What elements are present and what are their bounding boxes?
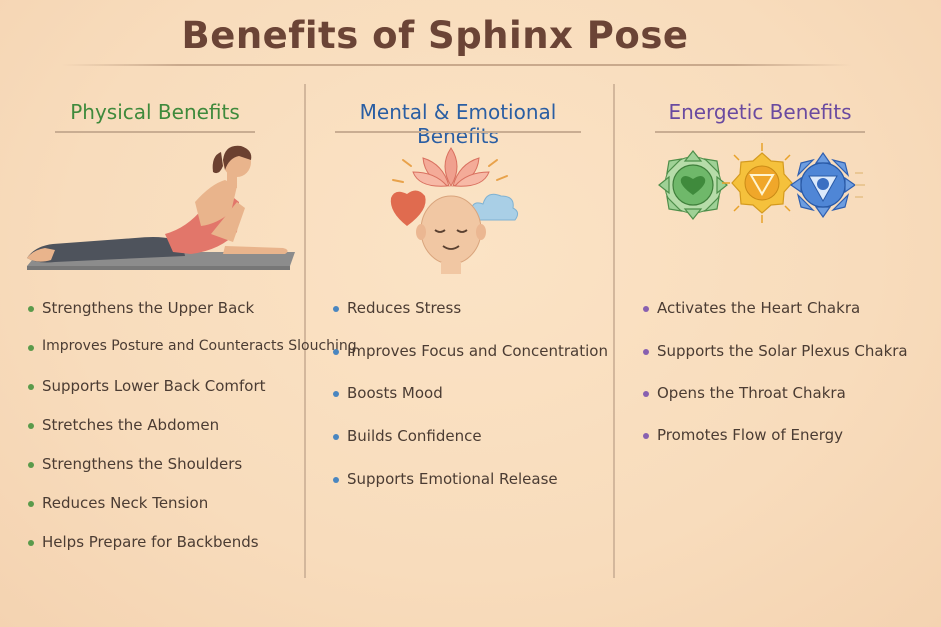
title-divider [62, 64, 852, 66]
energetic-benefits-list: Activates the Heart Chakra Supports the … [643, 299, 933, 469]
list-item: Builds Confidence [333, 427, 613, 470]
mental-emotional-benefits-heading: Mental & Emotional Benefits [359, 100, 557, 148]
physical-heading-rule [55, 131, 255, 133]
column-divider-2 [613, 84, 615, 578]
list-item: Supports the Solar Plexus Chakra [643, 342, 933, 384]
list-item: Activates the Heart Chakra [643, 299, 933, 342]
physical-benefits-heading: Physical Benefits [70, 100, 240, 124]
list-item: Strengthens the Upper Back [28, 299, 308, 338]
list-item: Reduces Stress [333, 299, 613, 342]
bullet-dot [333, 349, 339, 355]
energetic-benefits-heading: Energetic Benefits [668, 100, 852, 124]
list-item: Supports Emotional Release [333, 470, 613, 513]
bullet-dot [333, 434, 339, 440]
bullet-dot [643, 433, 649, 439]
bullet-dot [28, 384, 34, 390]
physical-benefits-list: Strengthens the Upper Back Improves Post… [28, 299, 357, 572]
list-item: Improves Focus and Concentration [333, 342, 613, 384]
bullet-dot [333, 477, 339, 483]
bullet-dot [28, 501, 34, 507]
list-item: Boosts Mood [333, 384, 613, 427]
calm-head-lotus-icon [390, 147, 519, 274]
bullet-dot [28, 462, 34, 468]
column-divider-1 [304, 84, 306, 578]
list-item: Improves Posture and Counteracts Slouchi… [28, 338, 357, 377]
bullet-dot [643, 349, 649, 355]
chakra-symbols-icon [658, 143, 865, 223]
bullet-dot [28, 345, 34, 351]
bullet-dot [643, 391, 649, 397]
mental-heading-rule [335, 131, 581, 133]
list-item: Reduces Neck Tension [28, 494, 308, 533]
sphinx-pose-illustration-icon [27, 145, 295, 270]
bullet-dot [643, 306, 649, 312]
list-item: Opens the Throat Chakra [643, 384, 933, 426]
list-item: Promotes Flow of Energy [643, 426, 933, 469]
bullet-dot [28, 306, 34, 312]
bullet-dot [28, 423, 34, 429]
page-title: Benefits of Sphinx Pose [181, 14, 689, 57]
list-item: Helps Prepare for Backbends [28, 533, 308, 572]
bullet-dot [333, 391, 339, 397]
list-item: Supports Lower Back Comfort [28, 377, 308, 416]
list-item: Strengthens the Shoulders [28, 455, 308, 494]
bullet-dot [333, 306, 339, 312]
list-item: Stretches the Abdomen [28, 416, 308, 455]
bullet-dot [28, 540, 34, 546]
energetic-heading-rule [655, 131, 865, 133]
mental-benefits-list: Reduces Stress Improves Focus and Concen… [333, 299, 613, 513]
